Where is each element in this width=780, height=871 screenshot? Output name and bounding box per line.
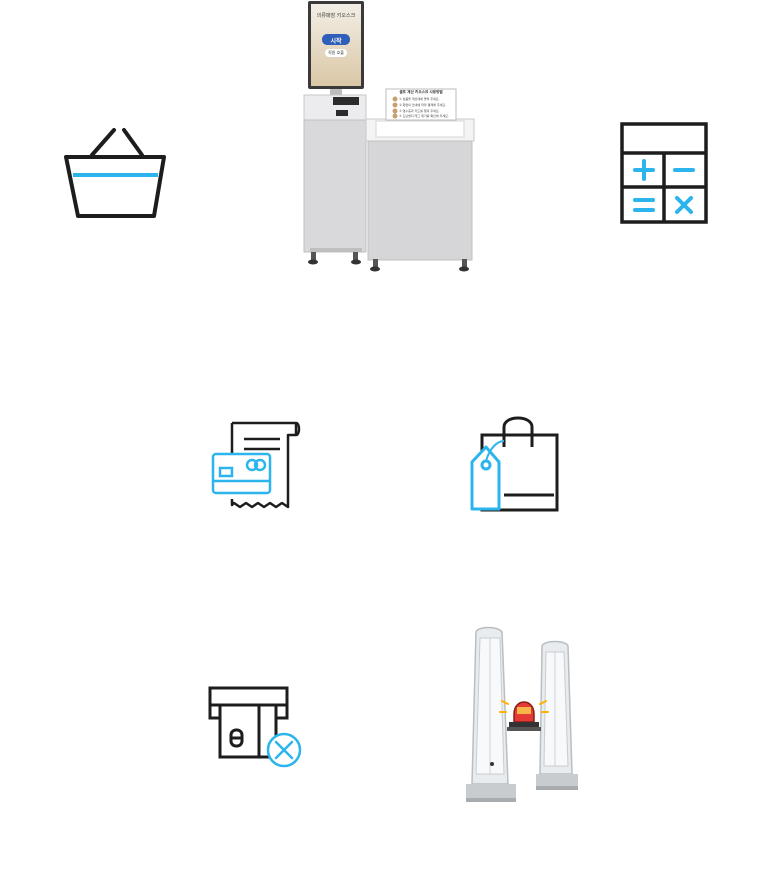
- card-receipt-icon: [210, 419, 302, 513]
- self-checkout-kiosk: 의류매장 키오스크 시작 직원 호출 셀프 계산 키오스크 사용방법 ① 상품을…: [300, 0, 480, 275]
- kiosk-call-staff-button: 직원 호출: [328, 50, 344, 55]
- calculator-icon: [620, 122, 710, 224]
- shopping-bag-tag-icon: [468, 416, 562, 515]
- kiosk-sign-step: ③ 영수증과 카드를 챙겨 주세요.: [399, 108, 440, 113]
- kiosk-sign-step: ④ 도난방지 태그 제거를 확인해 주세요.: [399, 113, 449, 118]
- security-gate-alarm-icon: [462, 624, 586, 808]
- kiosk-sign-step: ② 화면의 안내에 따라 결제해 주세요.: [399, 102, 447, 107]
- shopping-basket-icon: [62, 126, 170, 222]
- card-declined-icon: [207, 686, 303, 770]
- kiosk-sign-step: ① 상품을 계산대에 올려 주세요.: [399, 96, 440, 101]
- kiosk-start-button: 시작: [330, 38, 342, 45]
- kiosk-screen-title: 의류매장 키오스크: [316, 13, 356, 19]
- kiosk-sign-title: 셀프 계산 키오스크 사용방법: [399, 90, 443, 94]
